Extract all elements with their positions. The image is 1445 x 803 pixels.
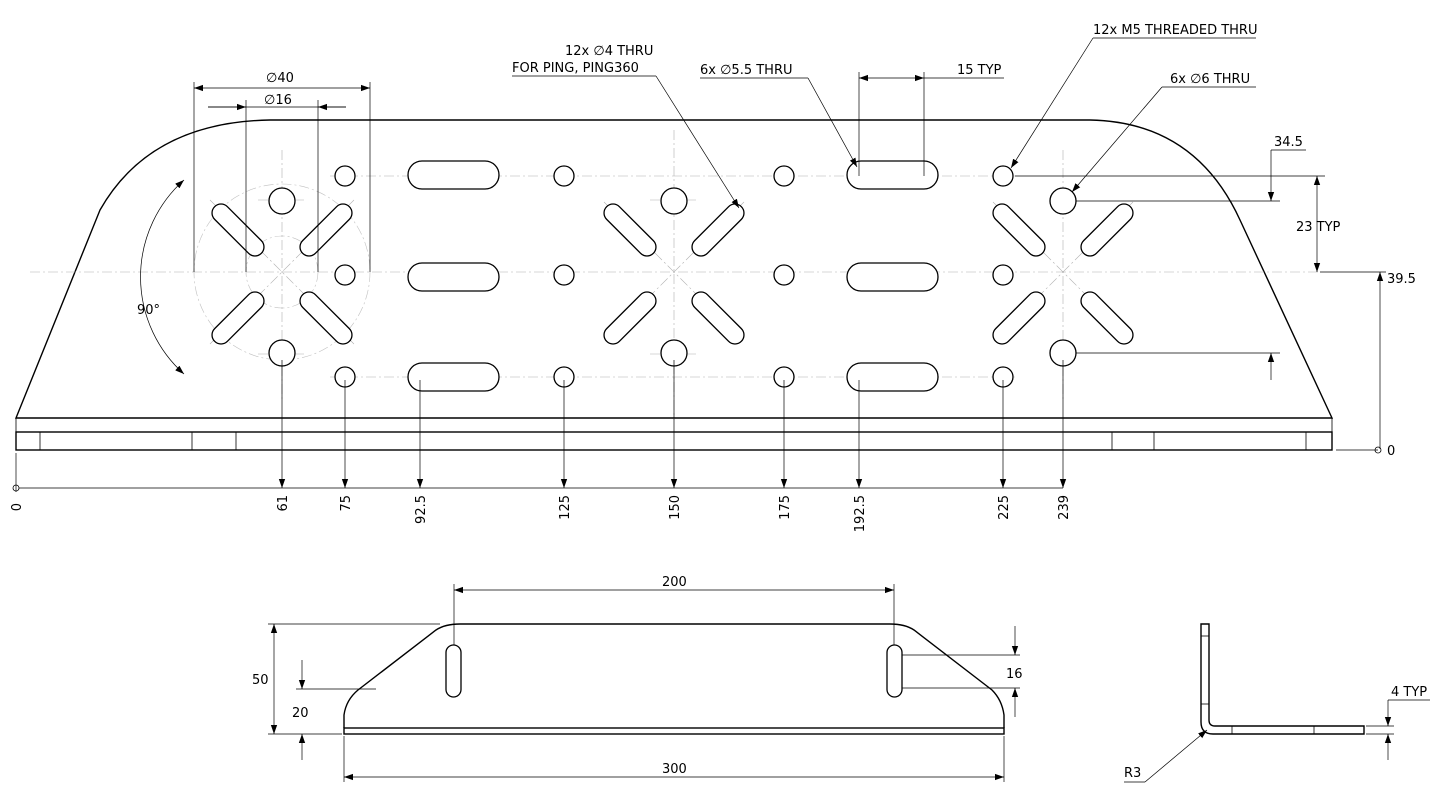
- dim-angle: 90°: [137, 303, 160, 318]
- callout-holes6: 6x ∅6 THRU: [1170, 72, 1250, 87]
- dim-50: 50: [252, 673, 269, 688]
- dim-300: 300: [662, 762, 687, 777]
- dim-vertical-zero: 0: [1387, 444, 1395, 459]
- horizontal-slots: [407, 160, 939, 392]
- dim-16: 16: [1006, 667, 1023, 682]
- ordinate-dimensions: 0 61 75 92.5 125 150 175 192.5 225 239: [10, 360, 1072, 532]
- dim-395: 39.5: [1387, 272, 1416, 287]
- dim-345: 34.5: [1274, 135, 1303, 150]
- ordinate-label: 225: [997, 495, 1012, 520]
- diagonal-slots: [211, 203, 1134, 345]
- callout-slots55: 6x ∅5.5 THRU: [700, 63, 793, 78]
- small-holes: [334, 165, 1014, 388]
- top-view: ∅40 ∅16 90° 12x ∅4 THRU FOR PING, PING36…: [10, 23, 1416, 532]
- callout-m5: 12x M5 THREADED THRU: [1093, 23, 1257, 38]
- ordinate-label: 0: [10, 503, 25, 511]
- dim-23typ: 23 TYP: [1296, 220, 1341, 235]
- plate-outline: [14, 119, 1334, 419]
- side-view: 4 TYP R3: [1124, 623, 1430, 783]
- dim-20: 20: [292, 706, 309, 721]
- large-holes: [268, 187, 1077, 367]
- ordinate-label: 125: [558, 495, 573, 520]
- ordinate-label: 239: [1057, 495, 1072, 520]
- front-outline: [343, 623, 1005, 728]
- front-slot-left: [445, 644, 462, 698]
- dim-dia40: ∅40: [266, 71, 294, 86]
- front-view: 200 50 20 16 300: [252, 575, 1023, 782]
- ordinate-label: 150: [668, 495, 683, 520]
- callout-ping-line1: 12x ∅4 THRU: [565, 44, 653, 59]
- dim-r3: R3: [1124, 766, 1141, 781]
- ordinate-label: 61: [276, 495, 291, 512]
- callout-ping-line2: FOR PING, PING360: [512, 61, 639, 76]
- side-outline: [1200, 623, 1365, 735]
- front-slot-right: [886, 644, 903, 698]
- ordinate-label: 92.5: [414, 495, 429, 524]
- dim-dia16: ∅16: [264, 93, 292, 108]
- dim-200: 200: [662, 575, 687, 590]
- ordinate-label: 75: [339, 495, 354, 512]
- dim-15typ: 15 TYP: [957, 63, 1002, 78]
- ordinate-label: 192.5: [853, 495, 868, 532]
- dim-4typ: 4 TYP: [1391, 685, 1427, 700]
- ordinate-label: 175: [778, 495, 793, 520]
